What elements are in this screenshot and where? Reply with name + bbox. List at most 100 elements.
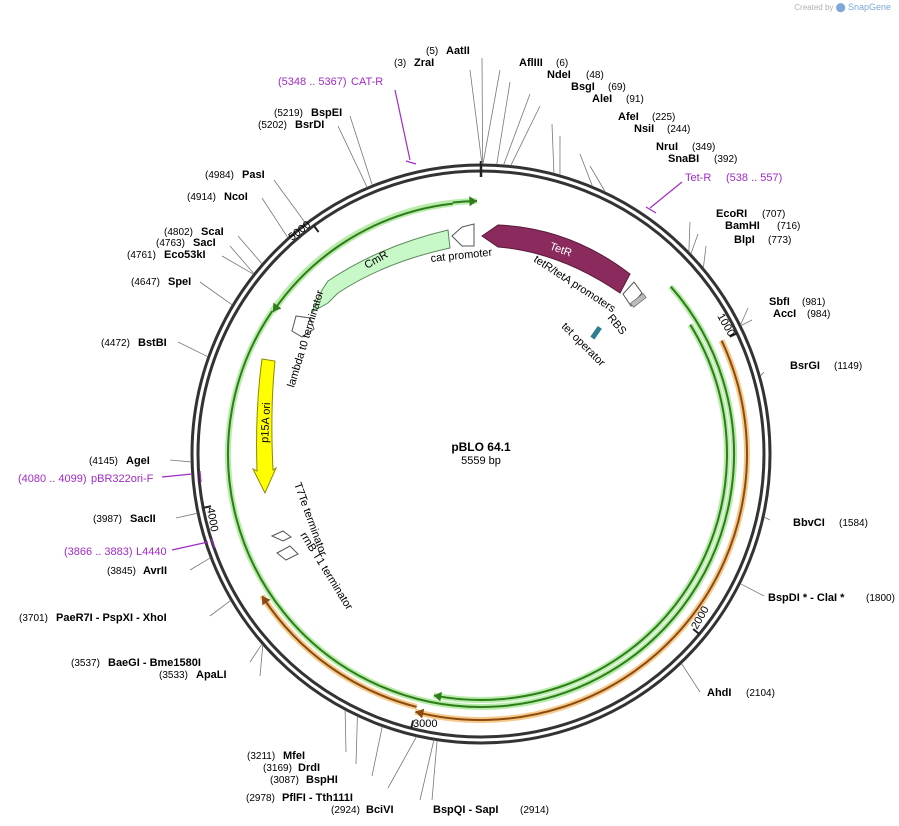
site-name: AatII [446, 45, 470, 57]
site-pos: (981) [802, 297, 825, 308]
tick-marks [202, 161, 738, 729]
site-leader-line [469, 69, 483, 165]
site-pos: (4984) [205, 170, 234, 181]
site-pos: (3537) [71, 658, 100, 669]
orf-green-top-arrowhead [469, 196, 477, 207]
tick-label: 4000 [204, 506, 220, 532]
feature-label-rrnb: rrnB T1 terminator [297, 530, 355, 612]
tick-mark [202, 505, 212, 509]
site-name: AgeI [126, 455, 150, 467]
site-leader-line [259, 644, 264, 677]
site-name: BsrGI [790, 360, 820, 372]
site-pos: (2978) [246, 793, 275, 804]
site-name: NdeI [547, 69, 571, 81]
site-name: ScaI [201, 226, 224, 238]
primer-range: (4080 .. 4099) [18, 473, 87, 485]
tick-mark [729, 332, 738, 338]
site-name: NcoI [224, 191, 248, 203]
site-name: BspEI [311, 107, 342, 119]
site-pos: (4472) [101, 338, 130, 349]
site-name: SbfI [769, 296, 790, 308]
site-leader-line [551, 123, 555, 174]
plasmid-length: 5559 bp [461, 455, 501, 467]
site-leader-line [690, 233, 699, 255]
site-leader-line [273, 179, 306, 224]
tick-mark [410, 720, 415, 729]
orf-green-right-arrowhead [433, 691, 442, 702]
site-pos: (1584) [839, 518, 868, 529]
site-pos: (3533) [159, 670, 188, 681]
site-name: BspHI [306, 774, 338, 786]
site-leader-line [349, 115, 373, 186]
primer-pbr322ori-f-marker [161, 470, 202, 483]
cat-promoter-arrow [451, 223, 475, 247]
watermark-prefix: Created by [794, 3, 834, 12]
site-leader-line [482, 69, 501, 165]
primer-name: CAT-R [351, 76, 383, 88]
site-pos: (1149) [834, 361, 862, 372]
site-pos: (225) [652, 112, 675, 123]
site-pos: (984) [807, 309, 830, 320]
snapgene-watermark: Created by ⬤ SnapGene [794, 2, 891, 13]
site-name: AfeI [618, 111, 639, 123]
plasmid-name: pBLO 64.1 [451, 440, 511, 454]
site-leader-line [681, 663, 701, 693]
orf-orange-lower-arrowhead [262, 596, 271, 606]
site-leader-line [579, 153, 593, 187]
site-name: PasI [242, 169, 265, 181]
site-leader-line [177, 341, 208, 358]
site-name: Eco53kI [164, 249, 206, 261]
site-pos: (5219) [274, 108, 303, 119]
site-pos: (4145) [89, 456, 118, 467]
site-pos: (48) [586, 70, 604, 81]
site-pos: (773) [768, 235, 791, 246]
site-leader-line [189, 557, 211, 571]
feature-label-p15a-ori: p15A ori [259, 402, 273, 443]
site-pos: (349) [692, 142, 715, 153]
primer-name: L4440 [136, 546, 167, 558]
orf-green-right [433, 324, 728, 701]
site-leader-line [740, 583, 765, 597]
site-pos: (6) [556, 58, 568, 69]
site-name: AhdI [707, 687, 731, 699]
site-name: BciVI [366, 804, 394, 816]
site-leader-line [763, 516, 771, 521]
primer-l4440-marker [171, 538, 216, 551]
site-pos: (3211) [247, 751, 275, 762]
restriction-site-labels: (5) AatII (3) ZraI AflIII (6) NdeI (48) … [19, 45, 895, 816]
t7te-terminator-glyph [270, 530, 292, 542]
watermark-brand: SnapGene [847, 2, 891, 12]
site-name: BspQI - SapI [433, 804, 498, 816]
site-leader-line [740, 319, 753, 326]
site-name: AvrII [143, 565, 167, 577]
lambda-t0-terminator-glyph [291, 315, 315, 338]
site-pos: (716) [777, 221, 800, 232]
rbs-marker [629, 293, 647, 308]
site-leader-line [510, 105, 541, 166]
orf-orange-right-arrowhead [415, 708, 425, 719]
site-leader-line [371, 726, 383, 777]
site-name: AccI [773, 308, 796, 320]
site-leader-line [209, 600, 231, 617]
site-name: SacII [130, 513, 156, 525]
site-pos: (91) [626, 94, 644, 105]
snapgene-logo-icon: ⬤ [835, 2, 846, 12]
site-leader-line [503, 93, 531, 166]
site-leader-line [199, 281, 233, 306]
tick-label: 2000 [689, 604, 712, 631]
site-leader-line [237, 235, 263, 265]
orf-green-left-arrowhead [273, 302, 282, 312]
rrnb-terminator-glyph [276, 545, 299, 561]
site-leader-line [344, 710, 347, 753]
site-name: PaeR7I - PspXI - XhoI [56, 612, 167, 624]
site-pos: (3) [394, 58, 406, 69]
site-pos: (4761) [127, 250, 156, 261]
site-leader-line [740, 307, 749, 325]
site-pos: (4914) [187, 192, 216, 203]
site-name: BaeGI - Bme1580I [108, 657, 201, 669]
tet-operator-marker [590, 325, 602, 340]
site-name: AleI [592, 93, 612, 105]
primer-name: pBR322ori-F [91, 473, 154, 485]
site-name: EcoRI [716, 208, 747, 220]
